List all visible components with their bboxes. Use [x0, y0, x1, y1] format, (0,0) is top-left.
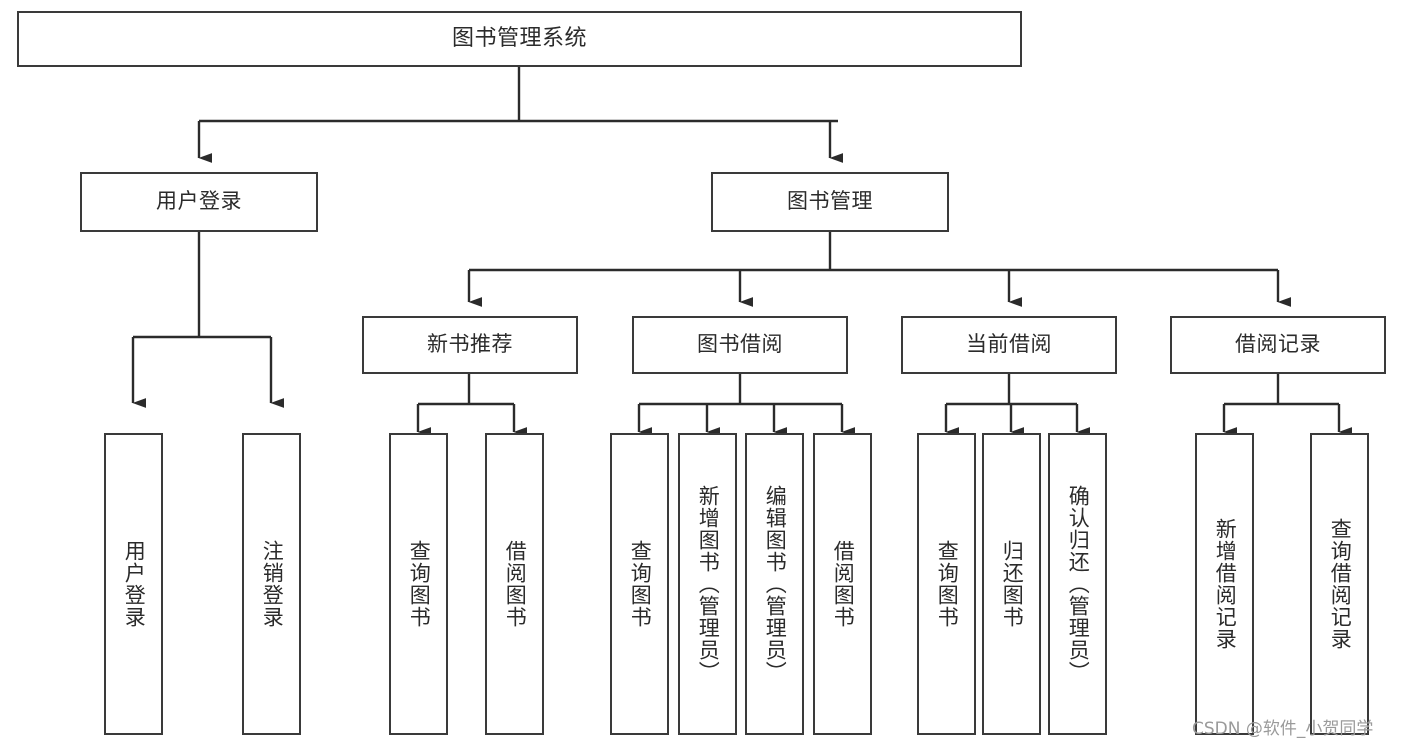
node-label: 查询图书	[628, 540, 653, 628]
node-new-book-recommend[interactable]: 新书推荐	[362, 316, 578, 374]
node-label: 查询图书	[935, 540, 960, 628]
node-root-system[interactable]: 图书管理系统	[17, 11, 1022, 67]
node-book-management[interactable]: 图书管理	[711, 172, 949, 232]
node-label: 查询借阅记录	[1328, 518, 1353, 650]
node-book-borrow[interactable]: 图书借阅	[632, 316, 848, 374]
leaf-current-return-book[interactable]: 归还图书	[982, 433, 1041, 735]
node-label: 图书管理	[787, 189, 873, 214]
leaf-newbook-borrow-book[interactable]: 借阅图书	[485, 433, 544, 735]
node-label: 注销登录	[260, 540, 285, 628]
leaf-logout-login[interactable]: 注销登录	[242, 433, 301, 735]
node-label: 当前借阅	[966, 332, 1052, 357]
leaf-newbook-query-book[interactable]: 查询图书	[389, 433, 448, 735]
leaf-borrow-borrow-book[interactable]: 借阅图书	[813, 433, 872, 735]
node-label: 借阅图书	[503, 540, 528, 628]
node-label: 用户登录	[122, 540, 147, 628]
node-label: 借阅记录	[1235, 332, 1321, 357]
node-label: 新书推荐	[427, 332, 513, 357]
leaf-borrow-query-book[interactable]: 查询图书	[610, 433, 669, 735]
leaf-current-query-book[interactable]: 查询图书	[917, 433, 976, 735]
node-user-login[interactable]: 用户登录	[80, 172, 318, 232]
node-label: 归还图书	[1000, 540, 1025, 628]
node-borrow-record[interactable]: 借阅记录	[1170, 316, 1386, 374]
node-label: 查询图书	[407, 540, 432, 628]
node-label: 新增借阅记录	[1213, 518, 1238, 650]
node-label: 新增图书（管理员）	[696, 485, 721, 683]
leaf-record-query-borrow-record[interactable]: 查询借阅记录	[1310, 433, 1369, 735]
leaf-borrow-edit-book-admin[interactable]: 编辑图书（管理员）	[745, 433, 804, 735]
leaf-user-login[interactable]: 用户登录	[104, 433, 163, 735]
leaf-current-confirm-return-admin[interactable]: 确认归还（管理员）	[1048, 433, 1107, 735]
node-label: 用户登录	[156, 189, 242, 214]
node-label: 确认归还（管理员）	[1066, 485, 1091, 683]
node-current-borrow[interactable]: 当前借阅	[901, 316, 1117, 374]
csdn-watermark: CSDN @软件_小贺同学	[1192, 719, 1374, 739]
node-label: 图书管理系统	[451, 26, 587, 52]
leaf-borrow-add-book-admin[interactable]: 新增图书（管理员）	[678, 433, 737, 735]
node-label: 编辑图书（管理员）	[763, 485, 788, 683]
leaf-record-add-borrow-record[interactable]: 新增借阅记录	[1195, 433, 1254, 735]
node-label: 借阅图书	[831, 540, 856, 628]
node-label: 图书借阅	[697, 332, 783, 357]
